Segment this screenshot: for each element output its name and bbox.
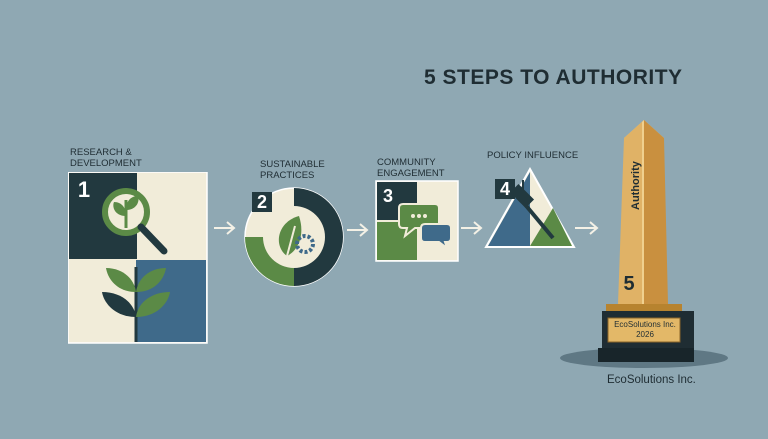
gavel-icon: [509, 180, 555, 240]
step-1-number: 1: [77, 177, 91, 202]
step-4-panel: [484, 166, 576, 248]
step-3-label-line1: COMMUNITY: [377, 157, 436, 168]
trophy-plaque-line2: 2026: [636, 330, 654, 339]
step-4-number: 4: [495, 179, 515, 199]
leaf-gear-icon: [278, 216, 315, 257]
step-5-number: 5: [623, 272, 635, 295]
step-1-label-line1: RESEARCH &: [70, 147, 132, 158]
step-1-panel: [68, 172, 208, 344]
step-2-label-line1: SUSTAINABLE: [260, 159, 325, 170]
trophy-plaque: EcoSolutions Inc. 2026: [610, 320, 680, 340]
step-2-label: SUSTAINABLE PRACTICES: [260, 159, 325, 181]
arrow-2-icon: [347, 223, 369, 237]
step-2-label-line2: PRACTICES: [260, 170, 315, 181]
plant-icon: [102, 267, 170, 342]
arrow-4-icon: [575, 221, 599, 235]
step-3-label-line2: ENGAGEMENT: [377, 168, 445, 179]
step-3-label: COMMUNITY ENGAGEMENT: [377, 157, 445, 179]
step-2-number: 2: [252, 192, 272, 212]
diagram-title: 5 STEPS TO AUTHORITY: [424, 66, 683, 89]
step-4-label-line1: POLICY INFLUENCE: [487, 150, 579, 161]
step-3-panel: [375, 180, 459, 262]
company-caption: EcoSolutions Inc.: [607, 374, 696, 386]
step-4-label: POLICY INFLUENCE: [487, 150, 578, 161]
arrow-3-icon: [461, 221, 483, 235]
chat-bubbles-icon: [398, 203, 452, 251]
obelisk-trophy-icon: [560, 120, 728, 368]
magnifier-leaf-icon: [102, 188, 168, 255]
arrow-1-icon: [214, 221, 236, 235]
step-2-panel: [244, 187, 344, 287]
trophy-plaque-line1: EcoSolutions Inc.: [614, 320, 676, 329]
step-3-number: 3: [382, 185, 393, 206]
step-1-label: RESEARCH & DEVELOPMENT: [70, 147, 142, 169]
step-1-label-line2: DEVELOPMENT: [70, 158, 142, 169]
step-5-label: Authority: [630, 161, 642, 210]
